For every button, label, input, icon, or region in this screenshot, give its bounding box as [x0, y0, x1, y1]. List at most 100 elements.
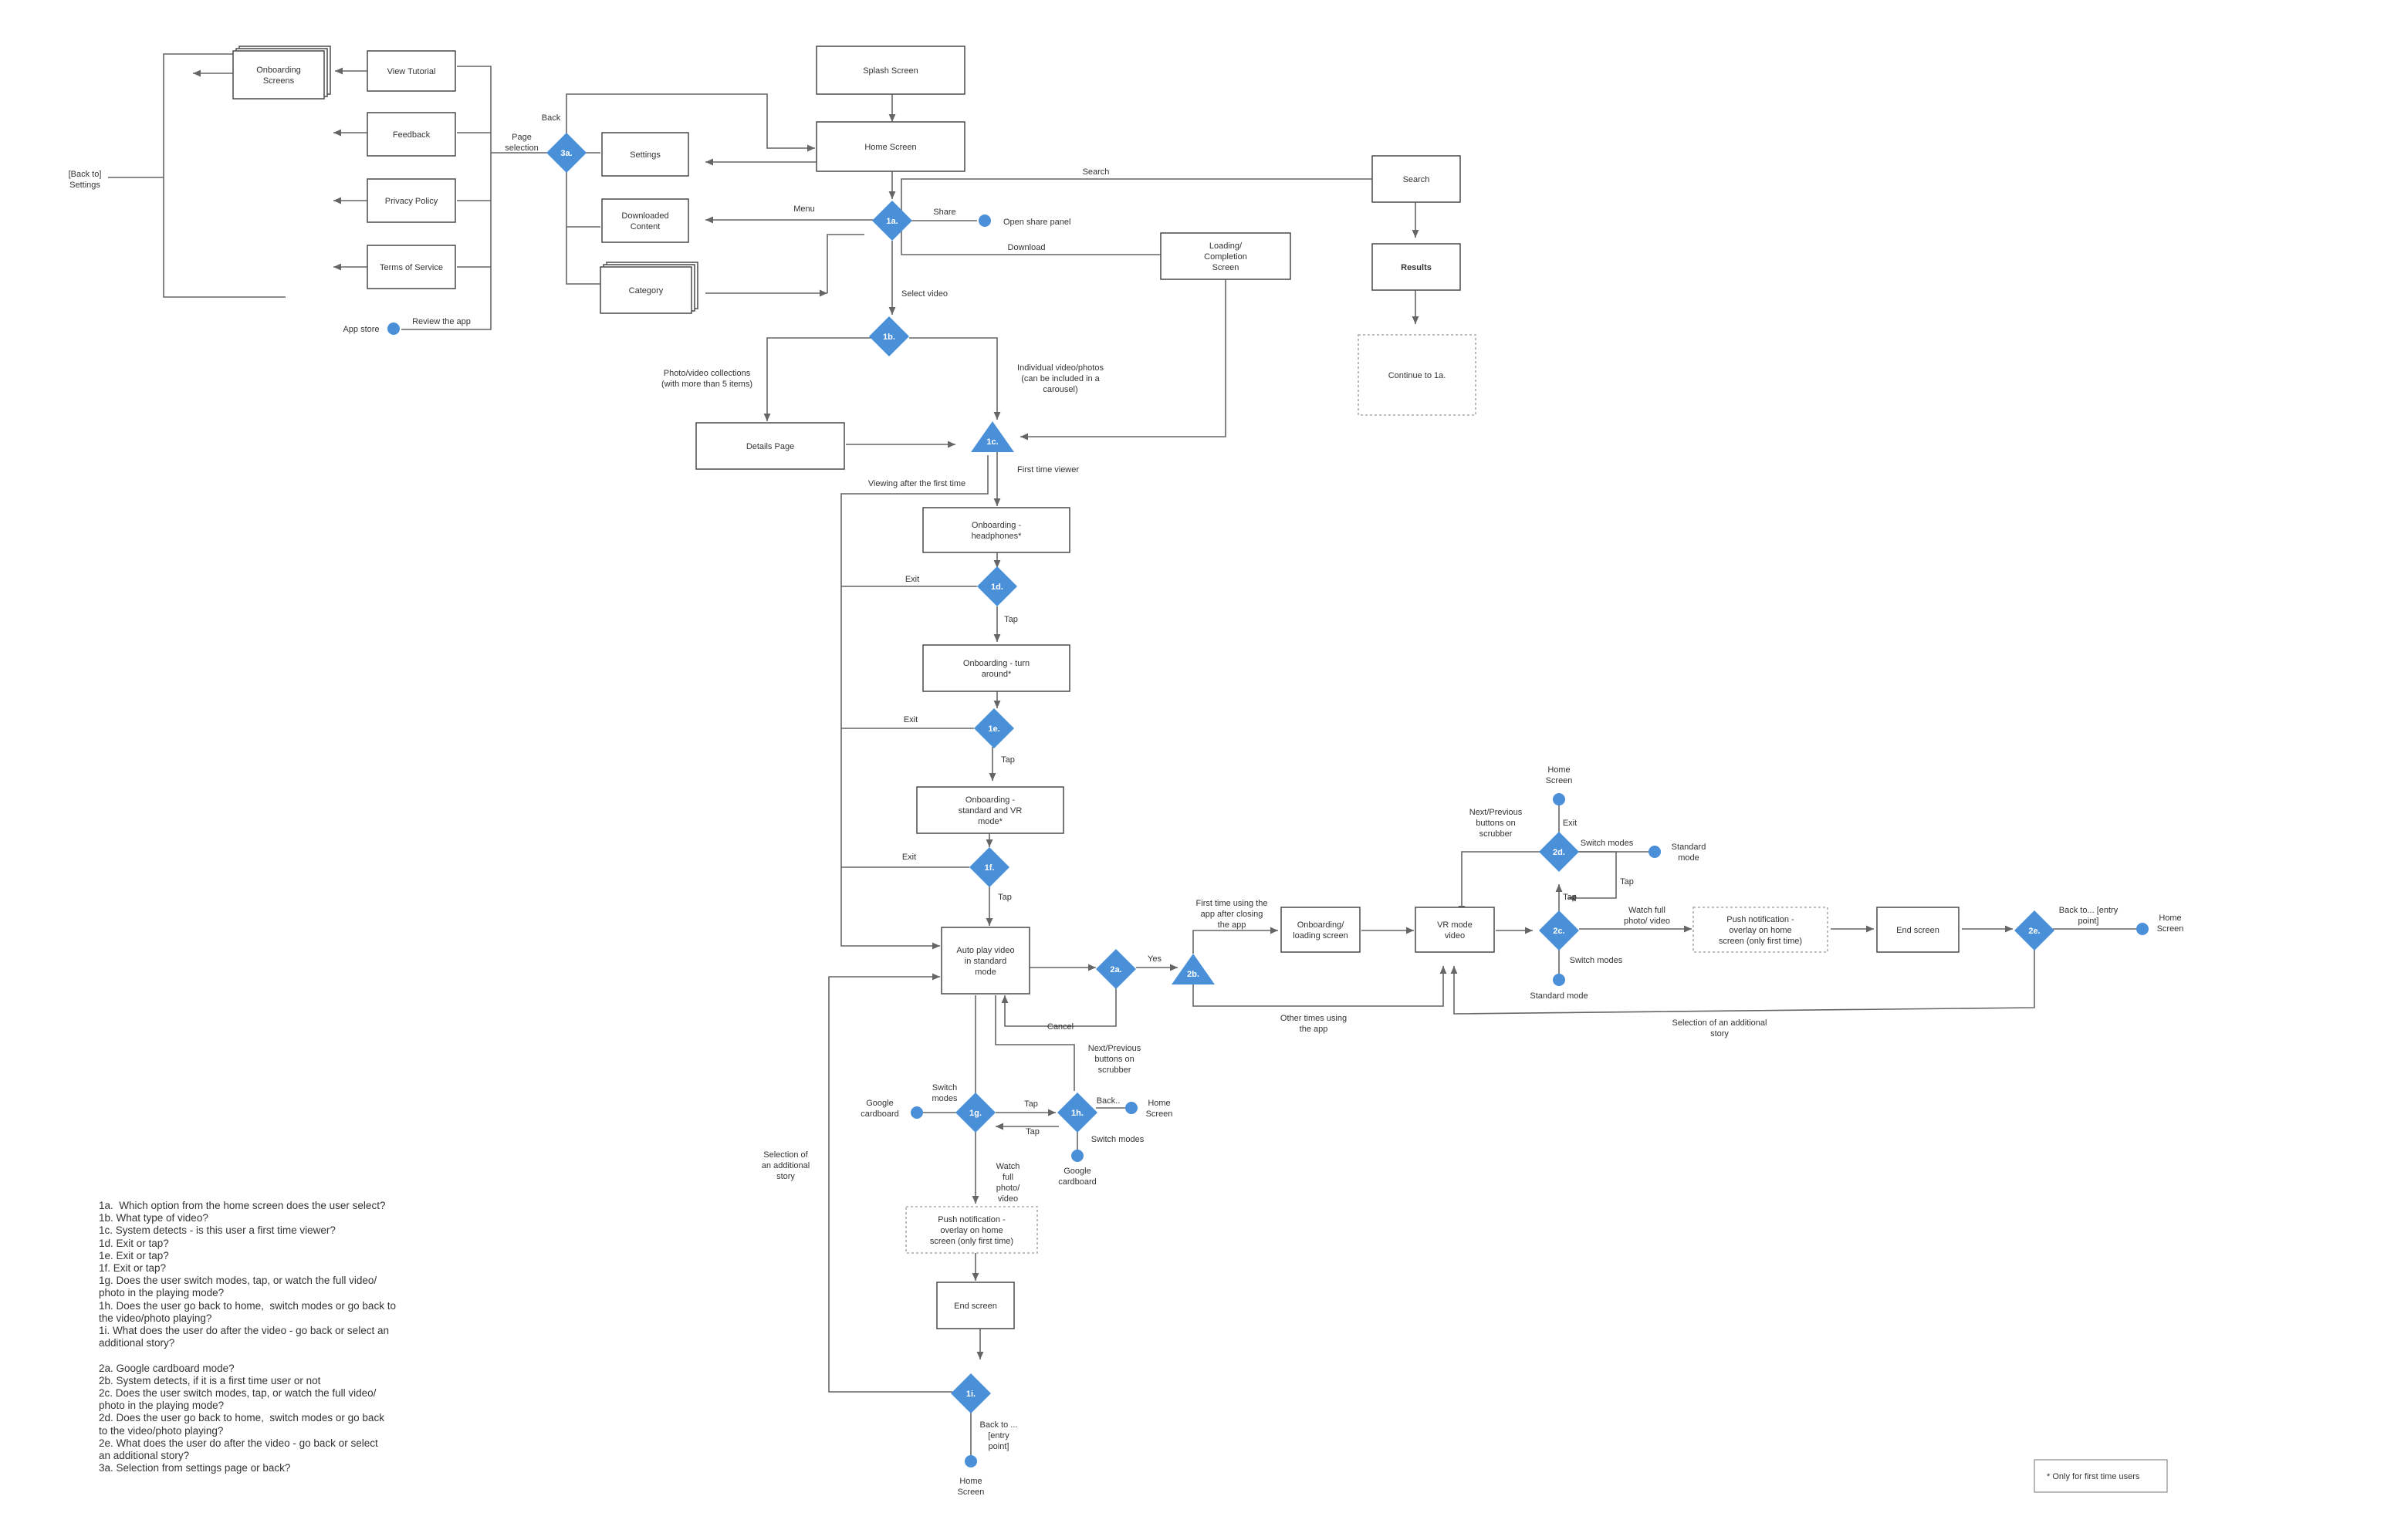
selection-additional-left-line [828, 973, 952, 1393]
arrow-1b-details [763, 337, 875, 421]
label-tap-2d: Tap [1620, 877, 1634, 887]
decision-2a: 2a. [1096, 949, 1136, 989]
endpoint-open-share [979, 214, 991, 227]
label-cancel: Cancel [1047, 1022, 1074, 1032]
box-search: Search [1371, 155, 1461, 203]
svg-text:1h.: 1h. [1071, 1109, 1084, 1118]
label-collections: Photo/video collections(with more than 5… [661, 369, 752, 389]
svg-text:2d.: 2d. [1553, 848, 1565, 857]
decision-1g: 1g. [955, 1093, 996, 1133]
settings-right-bracket [401, 66, 492, 330]
label-tap-2c: Tap [1563, 893, 1577, 902]
viewing-after-line [840, 455, 989, 950]
box-terms: Terms of Service [367, 245, 456, 289]
cancel-line [1001, 988, 1117, 1027]
endpoint-home-right [2136, 923, 2149, 935]
svg-text:1b.: 1b. [883, 333, 895, 342]
svg-text:1c.: 1c. [986, 437, 998, 447]
decision-1f: 1f. [969, 847, 1009, 887]
box-label-search: Search [1403, 175, 1430, 184]
label-switch-modes-2c: Switch modes [1570, 956, 1623, 965]
decision-1a: 1a. [872, 201, 912, 241]
back-to-home [566, 93, 815, 152]
decision-1d: 1d. [977, 566, 1017, 606]
label-tap-1g-1h: Tap [1024, 1099, 1038, 1109]
label-search-edge: Search [1083, 167, 1110, 177]
decision-2d: 2d. [1539, 832, 1579, 872]
arrow-1b-1c [909, 337, 1001, 420]
endpoint-google-cardboard-left [911, 1106, 923, 1119]
box-settings: Settings [601, 132, 689, 177]
decision-nodes: 3a.1a.1b.1c.1d.1e.1f.2a.2b.1g.1h.1i.2c.2… [546, 133, 2054, 1413]
end-points [387, 214, 2149, 1467]
label-tap2: Tap [1001, 755, 1015, 765]
box-home: Home Screen [816, 121, 965, 172]
svg-text:2a.: 2a. [1110, 965, 1121, 974]
svg-text:1g.: 1g. [969, 1109, 982, 1118]
box-label-terms: Terms of Service [380, 263, 443, 272]
label-back: Back [542, 113, 561, 123]
box-privacy-policy: Privacy Policy [367, 178, 456, 223]
svg-text:2b.: 2b. [1187, 970, 1199, 979]
endpoint-home-1h [1125, 1102, 1138, 1114]
arrow-loading-1c [1020, 279, 1226, 441]
decision-1e: 1e. [974, 708, 1014, 748]
svg-text:2e.: 2e. [2028, 927, 2040, 936]
label-tap3: Tap [998, 893, 1012, 902]
box-label-feedback: Feedback [393, 130, 431, 140]
label-select-video: Select video [901, 289, 948, 299]
label-exit2: Exit [904, 715, 918, 724]
category-to-1a [827, 234, 864, 293]
box-feedback: Feedback [367, 112, 456, 157]
search-line [901, 178, 1372, 213]
connector-lines [108, 53, 2138, 1458]
box-onb-headphones: Onboarding -headphones* [922, 507, 1070, 553]
other-times-line [1192, 966, 1447, 1007]
box-label-onb-headphones: Onboarding -headphones* [972, 521, 1023, 541]
decision-1c: 1c. [971, 421, 1014, 452]
svg-text:2c.: 2c. [1553, 927, 1564, 936]
footnote-text: * Only for first time users [2047, 1472, 2140, 1481]
label-first-time-viewer: First time viewer [1017, 465, 1079, 474]
box-label-settings: Settings [630, 150, 661, 160]
label-standard-mode-2c: Standard mode [1530, 991, 1588, 1001]
download-line [901, 228, 1161, 255]
label-switch-modes-1h: Switch modes [1091, 1135, 1145, 1144]
settings-bracket [163, 53, 286, 298]
decision-2c: 2c. [1539, 910, 1579, 951]
label-viewing-after: Viewing after the first time [868, 479, 965, 488]
label-app-store: App store [343, 325, 379, 334]
label-exit-2d: Exit [1563, 819, 1577, 828]
endpoint-google-cardboard-bottom [1071, 1150, 1084, 1162]
label-yes: Yes [1148, 954, 1162, 964]
box-label-home: Home Screen [864, 143, 916, 152]
decision-1h: 1h. [1057, 1093, 1097, 1133]
